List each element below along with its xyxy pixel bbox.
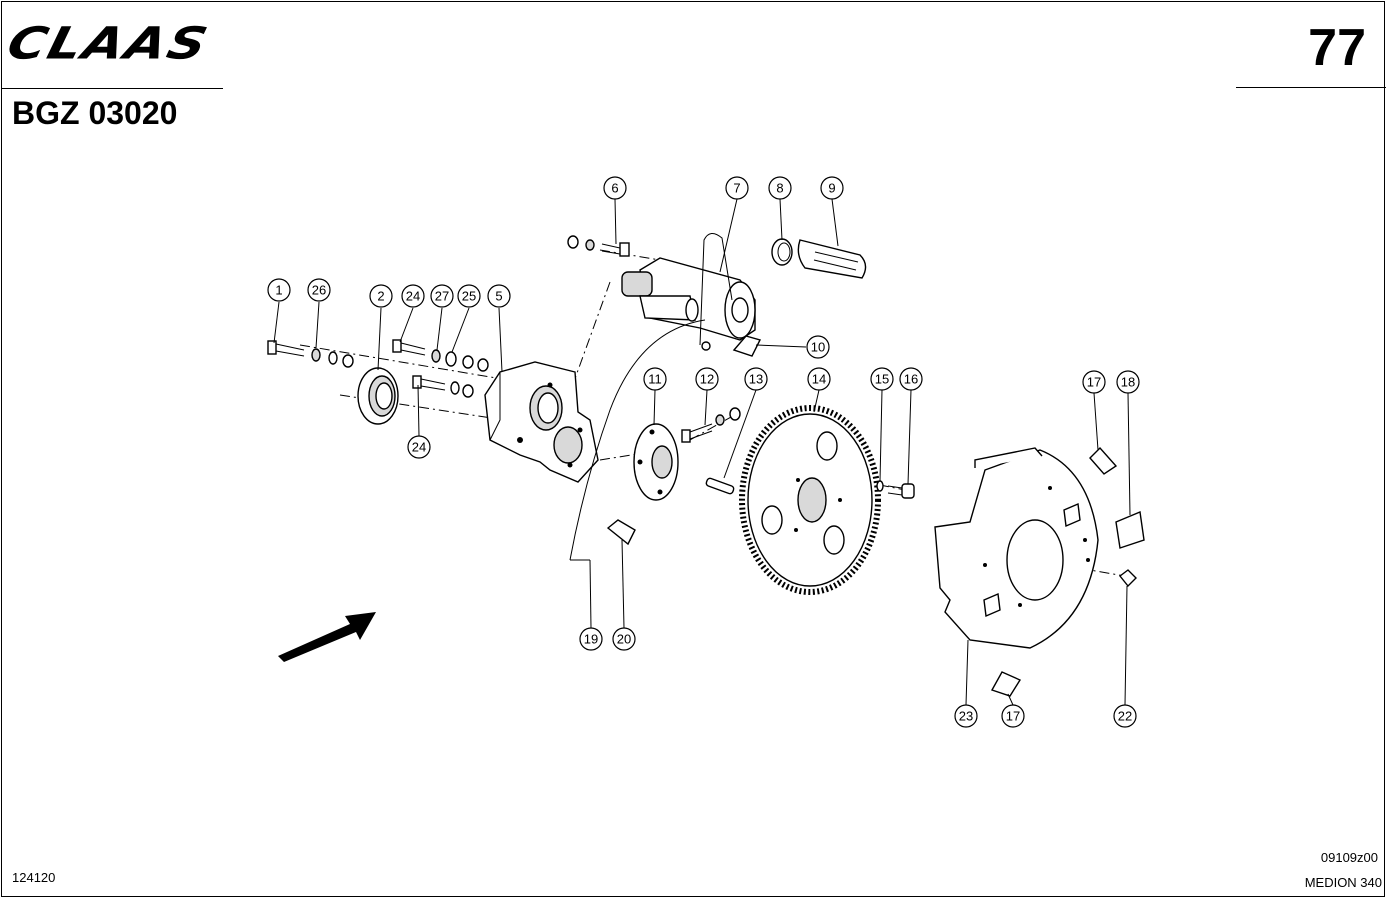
bolt-part-12 [681,407,741,443]
header-rule-left [1,88,223,89]
bolt-part-16 [887,483,915,499]
cover-plate-part-23 [934,447,1099,649]
callout-25: 25 [457,284,481,308]
bracket-part-17 [990,446,1118,697]
svg-text:24: 24 [406,289,420,304]
leader-lines [273,198,1131,706]
drawing-number: 124120 [12,870,56,885]
starter-motor-part-7 [621,233,756,346]
callout-17: 17 [1082,370,1106,394]
key-pin-part-13 [705,477,735,495]
washer-part-15 [876,480,884,492]
svg-text:9: 9 [828,181,835,196]
plate-part-18 [1115,511,1145,549]
bolt-part-6 [567,235,630,257]
ring-gear-part-14 [739,405,881,595]
gearbox-housing-part-5 [484,361,599,483]
callout-18: 18 [1116,370,1140,394]
svg-text:25: 25 [462,289,476,304]
callout-27: 27 [430,284,454,308]
svg-text:8: 8 [776,181,783,196]
group-code: BGZ 03020 [12,95,178,131]
svg-text:17: 17 [1087,375,1101,390]
callout-7: 7 [725,176,749,200]
callout-20: 20 [612,627,636,651]
washer-part-27 [431,349,460,395]
nut-part-25 [445,351,489,398]
reference-code: 09109z00 [1320,850,1378,865]
clamp-ring-part-8 [771,238,793,266]
clip-part-20 [606,519,636,546]
svg-text:13: 13 [749,372,763,387]
svg-text:11: 11 [648,372,662,387]
svg-text:2: 2 [377,289,384,304]
svg-text:7: 7 [733,181,740,196]
nut-part-22 [1119,569,1137,588]
svg-text:19: 19 [584,632,598,647]
terminal-clip-part-10 [701,335,762,357]
axis-line [299,344,521,383]
svg-text:12: 12 [700,372,714,387]
svg-text:27: 27 [435,289,449,304]
callout-6: 6 [603,176,627,200]
svg-text:17: 17 [1006,709,1020,724]
callout-24: 24 [401,284,425,308]
direction-arrow [278,612,376,662]
callout-22: 22 [1113,704,1137,728]
callout-5: 5 [487,284,511,308]
header-rule-right [1236,87,1386,88]
svg-text:10: 10 [811,340,825,355]
svg-text:23: 23 [959,709,973,724]
washer-part-26 [311,348,354,368]
bolt-part-24 [392,339,446,391]
callout-24-lower: 24 [407,435,431,459]
callout-26: 26 [307,278,331,302]
svg-text:6: 6 [611,181,618,196]
callout-17-lower: 17 [1001,704,1025,728]
callout-11: 11 [643,367,667,391]
axis-line [599,249,661,261]
callout-15: 15 [870,367,894,391]
page-number: 77 [1308,19,1366,77]
bolt-part-1 [267,340,305,357]
svg-text:1: 1 [275,283,282,298]
callout-10: 10 [806,335,830,359]
cable-part-19 [569,319,706,561]
callout-14: 14 [807,367,831,391]
callout-8: 8 [768,176,792,200]
svg-text:15: 15 [875,372,889,387]
svg-text:20: 20 [617,632,631,647]
callout-2: 2 [369,284,393,308]
boot-part-9 [797,239,867,279]
callout-16: 16 [899,367,923,391]
model-name: MEDION 340 [1304,875,1382,890]
svg-text:5: 5 [495,289,502,304]
svg-text:24: 24 [412,440,426,455]
callout-1: 1 [267,278,291,302]
callout-9: 9 [820,176,844,200]
svg-text:26: 26 [312,283,326,298]
flange-part-11 [633,423,679,501]
svg-text:14: 14 [812,372,826,387]
svg-text:18: 18 [1121,375,1135,390]
callout-13: 13 [744,367,768,391]
callout-19: 19 [579,627,603,651]
callout-23: 23 [954,704,978,728]
callout-12: 12 [695,367,719,391]
svg-text:22: 22 [1118,709,1132,724]
axis-line [1059,564,1126,577]
svg-text:16: 16 [904,372,918,387]
seal-ring-part-2 [357,367,399,425]
